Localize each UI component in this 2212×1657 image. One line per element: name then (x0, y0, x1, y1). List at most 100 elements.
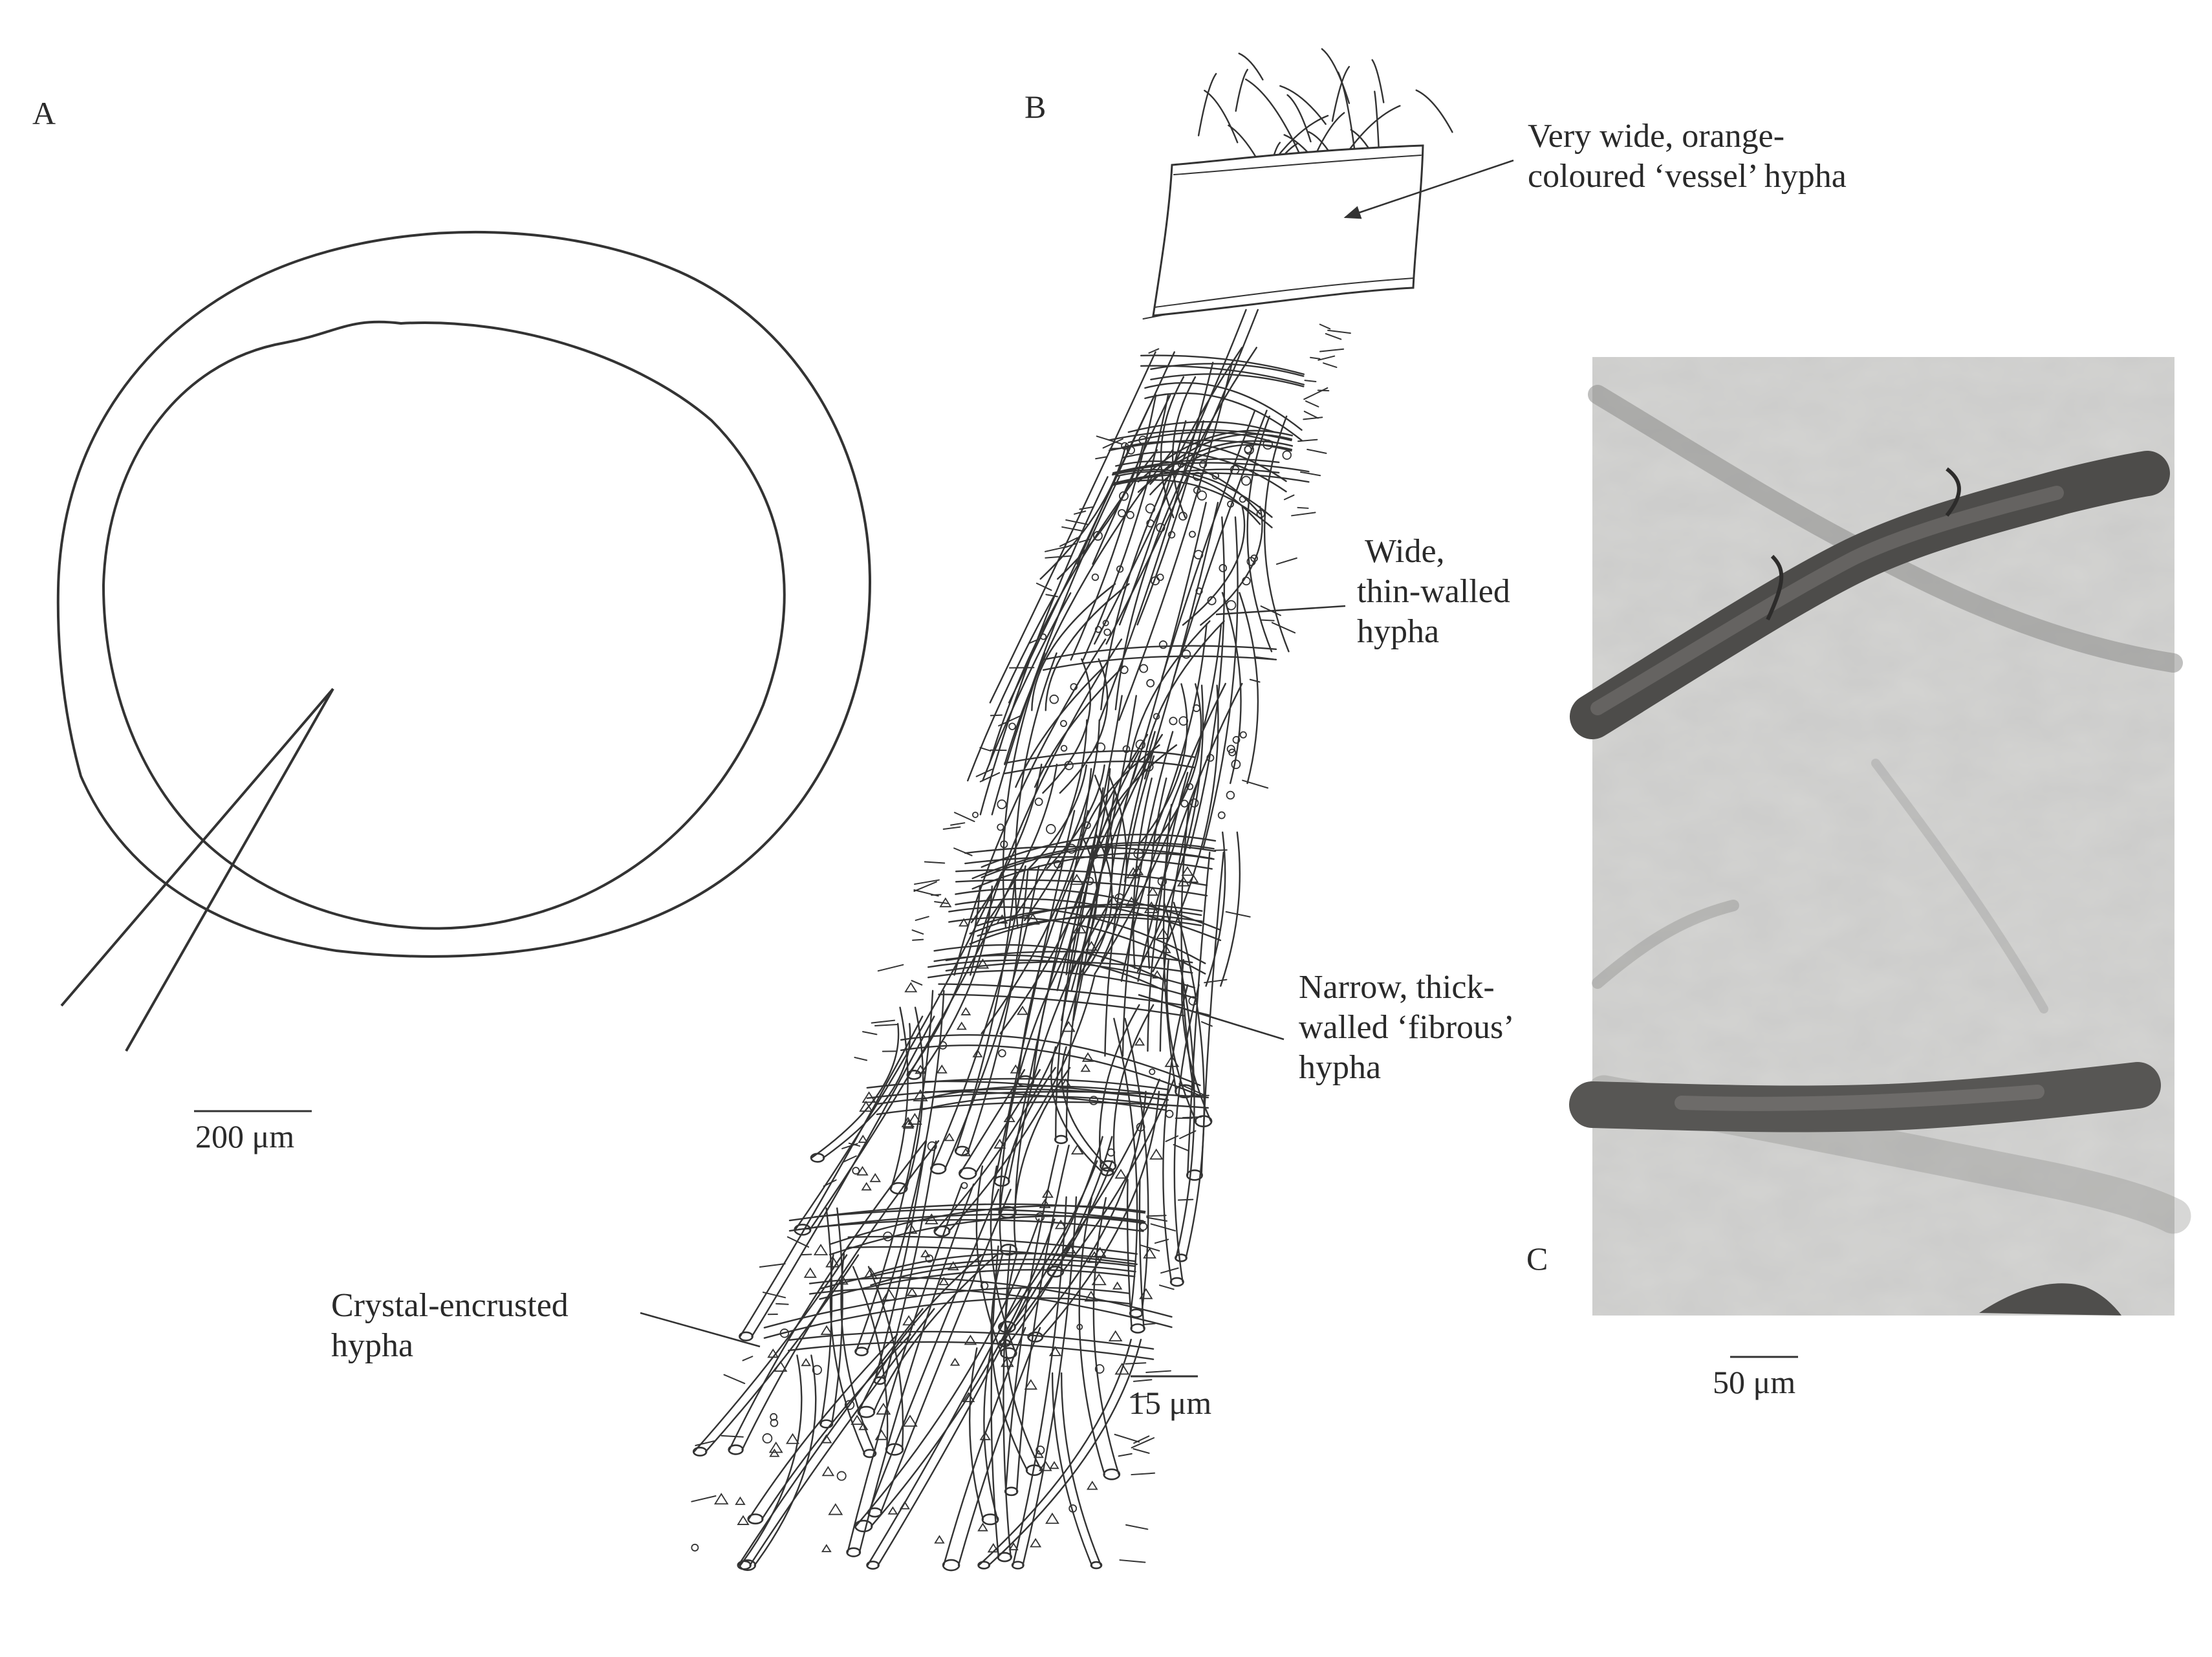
hypha-wall (1003, 1245, 1012, 1558)
hypha-wall (867, 1287, 1022, 1566)
hypha-wall (1147, 772, 1189, 1052)
hypha-wall (1163, 902, 1195, 1259)
hypha-tip (854, 1519, 873, 1533)
crystal-mark (735, 1496, 746, 1505)
hypha-wall (1004, 1252, 1043, 1471)
hypha-wall (1061, 1078, 1175, 1273)
marginal-hair (913, 881, 937, 892)
septum-mark (1217, 811, 1226, 819)
septum-mark (770, 1413, 778, 1421)
marginal-hair (975, 768, 993, 777)
septum-mark (927, 1141, 937, 1151)
crystal-mark (821, 1466, 835, 1477)
hypha-wall (1171, 376, 1197, 519)
hypha-wall (1028, 764, 1087, 870)
marginal-hair (953, 847, 973, 856)
hypha-wall (919, 885, 993, 1076)
septum-mark (1126, 511, 1134, 519)
marginal-hair (1303, 411, 1319, 419)
hypha-wall (884, 1140, 937, 1381)
hypha-wall (1263, 415, 1290, 653)
hypha-wall (748, 1334, 898, 1520)
crystal-mark (1147, 886, 1159, 896)
cross-hypha (829, 1205, 1146, 1246)
hypha-wall (1221, 592, 1242, 785)
crystal-mark (828, 1503, 843, 1515)
hypha-wall (1100, 347, 1243, 711)
hypha-wall (970, 638, 1123, 976)
septum-mark (1232, 736, 1241, 744)
hypha-wall (1042, 658, 1092, 794)
septum-mark (1139, 664, 1149, 673)
hypha-wall (978, 1338, 1132, 1566)
crystal-mark (1114, 1363, 1130, 1375)
cross-hypha (1122, 451, 1287, 493)
marginal-hair (1150, 1223, 1176, 1231)
hypha-wall (999, 1067, 1056, 1251)
crystal-mark (1030, 1537, 1042, 1548)
marginal-hair (1200, 1021, 1213, 1027)
septum-mark (1103, 628, 1111, 636)
hypha-wall (858, 1254, 982, 1413)
crystal-mark (977, 1522, 988, 1532)
marginal-hair (871, 1019, 896, 1024)
marginal-hair (1095, 456, 1108, 460)
septum-mark (1241, 475, 1252, 486)
hypha-wall (955, 869, 1017, 1152)
crystal-mark (882, 1288, 897, 1301)
marginal-hair (1139, 1244, 1160, 1251)
hypha-wall (1092, 1197, 1120, 1475)
marginal-hair (723, 1374, 746, 1385)
hypha-wall (1055, 843, 1100, 1141)
hypha-wall (1072, 787, 1116, 1021)
hypha-wall (741, 1140, 940, 1451)
hypha-wall (1051, 1372, 1093, 1566)
crystal-mark (737, 1515, 750, 1525)
hypha-wall (982, 592, 1072, 782)
hypha-wall (739, 1015, 924, 1338)
cross-hypha (1150, 373, 1305, 387)
hypha-wall (1022, 1196, 1078, 1566)
cross-hypha (927, 969, 1196, 999)
marginal-hair (1319, 323, 1331, 330)
label-line: coloured ‘vessel’ hypha (1528, 158, 1847, 195)
vessel-leader-line (1343, 159, 1514, 219)
hypha-wall (1094, 309, 1247, 645)
hypha-wall (751, 1015, 935, 1338)
cross-hypha (763, 1286, 1131, 1328)
hypha-tip (933, 1225, 951, 1237)
label-line: hypha (331, 1327, 414, 1364)
marginal-hair (979, 746, 992, 752)
marginal-hair (1045, 555, 1072, 559)
marginal-hair (742, 1356, 754, 1361)
septum-mark (1282, 450, 1292, 460)
crystal-mark (856, 1165, 869, 1176)
hypha-wall (1182, 506, 1246, 626)
septum-mark (1165, 1109, 1174, 1118)
top-hypha (1331, 66, 1350, 122)
crystal-mark (861, 1182, 872, 1191)
top-hypha (1286, 94, 1312, 143)
label-line: walled ‘fibrous’ (1299, 1009, 1515, 1046)
fibrous-hypha-leader-line (1138, 993, 1285, 1041)
septum-mark (1199, 460, 1208, 468)
hypha-tip (997, 1552, 1012, 1563)
hypha-wall (1039, 443, 1127, 580)
hypha-wall (1079, 744, 1160, 850)
marginal-hair (1242, 779, 1269, 789)
dark-vessel-hypha-1 (1570, 451, 2170, 739)
hypha-wall (1205, 831, 1226, 987)
marginal-hair (1323, 362, 1338, 368)
hypha-wall (852, 1266, 889, 1451)
hypha-wall (866, 990, 945, 1352)
cross-hypha (870, 1252, 1136, 1276)
hypha-tip (1054, 1134, 1068, 1144)
hypha-wall (953, 638, 1107, 976)
marginal-hair (759, 1263, 786, 1268)
marginal-hair (1271, 622, 1296, 634)
septum-mark (1091, 573, 1100, 581)
hypha-wall (1159, 772, 1201, 1052)
septum-mark (1119, 491, 1129, 501)
septum-mark (1239, 731, 1247, 739)
hypha-wall (907, 885, 981, 1076)
